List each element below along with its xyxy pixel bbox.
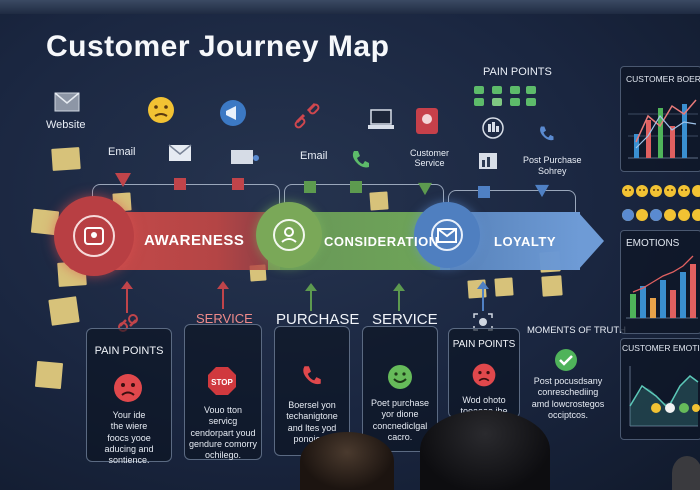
frustrated-face-icon	[148, 97, 174, 123]
connector-line-blue	[448, 190, 576, 212]
customer-service-icon	[416, 108, 438, 134]
pain-point-icons-row	[474, 86, 536, 106]
moments-of-truth-label: MOMENTS OF TRUTH	[527, 325, 627, 336]
audience-head	[420, 410, 550, 490]
customer-chart-title: CUSTOMER BOER	[626, 74, 700, 84]
touchpoint-marker	[174, 178, 186, 190]
consideration-stage-label: CONSIDERATION	[324, 234, 439, 249]
down-arrow-marker	[418, 182, 432, 196]
post-purchase-survey-label: Post Purchase Sohrey	[523, 155, 582, 176]
connector-line-green	[284, 184, 444, 212]
emotions-title: EMOTIONS	[626, 238, 680, 249]
down-arrow-marker	[535, 184, 549, 198]
audience-head	[300, 432, 394, 490]
chat-icon	[231, 150, 259, 164]
audience-head	[672, 456, 700, 490]
pain-points-card-right-title: PAIN POINTS	[452, 339, 516, 350]
moments-of-truth-text: Post pocusdsany conreschediing amd lowcr…	[531, 376, 605, 420]
pain-points-top-label: PAIN POINTS	[483, 66, 552, 78]
sad-face-icon	[114, 374, 142, 402]
survey-icon	[482, 117, 504, 139]
phone-icon	[303, 366, 321, 385]
wall-strip	[0, 0, 700, 14]
up-arrow	[305, 283, 317, 311]
up-arrow	[121, 281, 133, 313]
email-label-left: Email	[108, 146, 136, 158]
bar-line-chart	[628, 99, 698, 159]
phone-icon	[540, 126, 554, 141]
sticky-note	[34, 360, 64, 390]
sticky-note	[51, 147, 81, 171]
happy-face-icon	[388, 365, 412, 389]
pain-points-card-title: PAIN POINTS	[94, 345, 164, 357]
up-arrow	[393, 283, 405, 311]
svg-text:STOP: STOP	[211, 378, 233, 387]
up-arrow	[217, 281, 229, 309]
touchpoint-marker	[478, 186, 490, 198]
sticky-note	[48, 296, 80, 326]
stop-sign-icon: STOP	[208, 367, 236, 395]
purchase-card-text: Boersel yon techanigtone and ltes yod po…	[286, 400, 338, 444]
purchase-section-label: PURCHASE	[276, 311, 360, 328]
emoji-rating-row	[622, 185, 700, 221]
sticky-note	[541, 275, 563, 297]
laptop-icon	[368, 109, 394, 129]
service-section-label: SERVICE	[196, 311, 253, 326]
envelope-icon	[431, 219, 463, 251]
touchpoint-marker	[232, 178, 244, 190]
customer-emotions-panel	[620, 338, 700, 440]
emotions-bar-chart	[626, 255, 698, 319]
mail-icon	[54, 92, 80, 112]
loyalty-stage-label: LOYALTY	[494, 234, 557, 249]
phone-icon	[352, 151, 369, 168]
focus-icon	[473, 313, 493, 331]
touchpoint-marker	[350, 181, 362, 193]
awareness-stage-label: AWARENESS	[144, 232, 245, 249]
touchpoint-marker	[304, 181, 316, 193]
broken-link-icon	[294, 102, 320, 129]
page-title: Customer Journey Map	[46, 30, 390, 63]
customer-service-label: Customer Service	[410, 148, 450, 169]
service-section-label-right: SERVICE	[372, 311, 438, 328]
check-circle-icon	[555, 349, 577, 371]
search-person-icon	[273, 219, 305, 251]
up-arrow	[477, 281, 489, 311]
journey-arrow-head	[578, 212, 604, 270]
service-card-text: Vouo tton servicg cendorpart youd gendur…	[188, 405, 258, 460]
customer-emotions-title: CUSTOMER EMOTIONS	[622, 343, 700, 353]
megaphone-icon	[220, 100, 246, 126]
email-label-mid: Email	[300, 150, 328, 162]
pain-points-card-text: Your ide the wiere foocs yooe aducing an…	[104, 410, 154, 465]
sticky-note	[494, 277, 514, 297]
down-arrow-marker	[115, 173, 131, 187]
chart-icon	[479, 153, 497, 169]
sad-face-icon	[472, 363, 496, 387]
mail-icon	[168, 144, 192, 161]
service-post-card-text: Poet purchase yor dione concnediclgal ca…	[370, 398, 430, 442]
website-label: Website	[46, 119, 86, 131]
customer-emotions-line-chart	[629, 366, 700, 427]
stage-badge-icon	[73, 215, 115, 257]
